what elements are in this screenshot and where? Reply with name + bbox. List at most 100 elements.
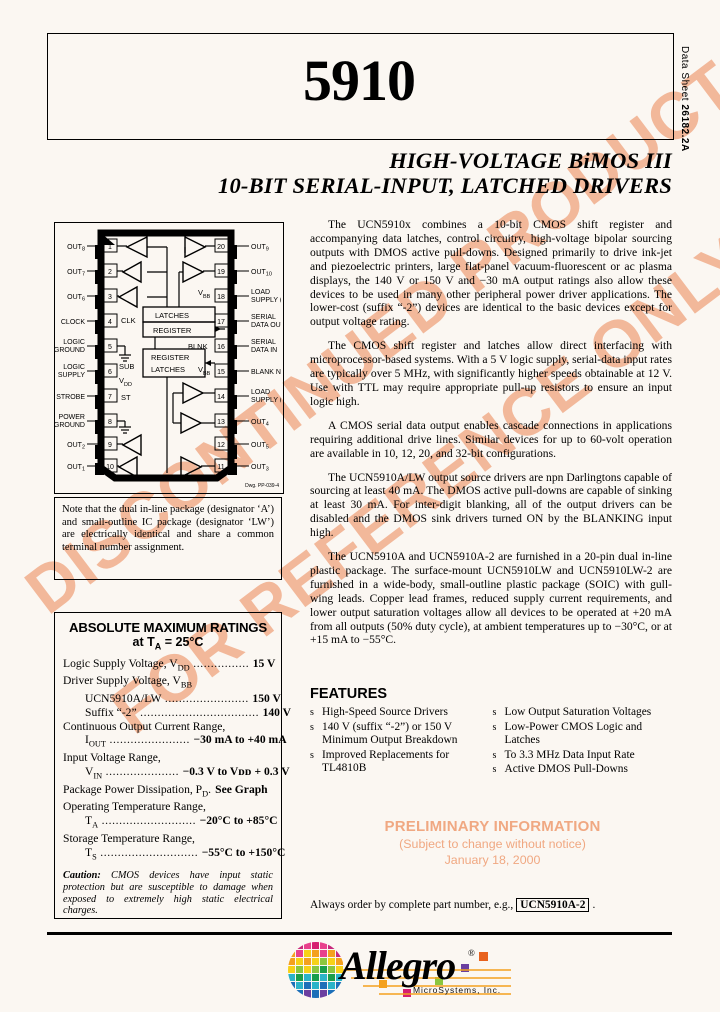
document-title: HIGH-VOLTAGE BiMOS III 10-BIT SERIAL-INP… <box>218 148 672 198</box>
pin-num-3: 3 <box>108 294 112 301</box>
pin-num-12: 12 <box>217 442 225 449</box>
pin-label-8b: GROUND <box>55 422 85 429</box>
rating-dots: .................................. <box>136 705 263 719</box>
label-latches: LATCHES <box>155 311 189 320</box>
pin-label-5a: LOGIC <box>63 339 85 346</box>
description-body: The UCN5910x combines a 10-bit CMOS shif… <box>310 218 672 657</box>
package-note-box: Note that the dual in-line package (desi… <box>54 497 282 580</box>
pin-label-4: CLOCK <box>61 319 85 326</box>
rating-value: −0.3 V to Vᴅᴅ + 0.3 V <box>182 764 290 778</box>
pin-label-17a: SERIAL <box>251 314 276 321</box>
pin-label-20: OUT9 <box>251 244 269 253</box>
rating-name-sub: A <box>92 820 99 830</box>
rating-row: Continuous Output Current Range, <box>63 720 273 734</box>
rating-row: VIN ..................... −0.3 V to Vᴅᴅ … <box>63 764 290 783</box>
absolute-maximum-ratings-box: ABSOLUTE MAXIMUM RATINGS at TA = 25°C Lo… <box>54 612 291 919</box>
caution-label: Caution: <box>63 870 101 882</box>
feature-text: Improved Replacements for TL4810B <box>322 748 450 775</box>
rating-value: 150 V <box>252 692 281 706</box>
logo-wordmark: Allegro <box>340 943 456 988</box>
pin-label-14a: LOAD <box>251 389 270 396</box>
pin-label-19: OUT10 <box>251 269 272 278</box>
rating-dots: . <box>208 782 216 796</box>
preliminary-notice: PRELIMINARY INFORMATION (Subject to chan… <box>310 818 675 868</box>
page-title: 5910 <box>303 48 416 113</box>
bullet-icon: s <box>492 764 497 775</box>
ratings-subtitle-pre: at T <box>132 635 155 649</box>
bullet-icon: s <box>492 707 497 718</box>
pin-label-6b: SUPPLY <box>58 372 85 379</box>
pin-label-2: OUT7 <box>67 269 85 278</box>
rating-row: Logic Supply Voltage, VDD ..............… <box>63 656 276 675</box>
pin-num-7: 7 <box>108 394 112 401</box>
label-clk: CLK <box>121 316 136 325</box>
rating-value: 15 V <box>252 656 276 670</box>
pin-num-14: 14 <box>217 394 225 401</box>
ordering-note: Always order by complete part number, e.… <box>310 898 595 912</box>
rating-name: Continuous Output Current Range, <box>63 719 226 733</box>
preliminary-line-1: PRELIMINARY INFORMATION <box>384 818 601 835</box>
pin-label-11: OUT3 <box>251 464 269 473</box>
ratings-subtitle: at TA = 25°C <box>63 635 273 655</box>
pin-label-12: OUT5 <box>251 442 269 451</box>
logo-registered-icon: ® <box>468 948 475 958</box>
pin-num-2: 2 <box>108 269 112 276</box>
rating-row: Suffix “-2” ............................… <box>63 705 291 720</box>
pin-label-1: OUT8 <box>67 244 85 253</box>
label-register: REGISTER <box>153 326 192 335</box>
features-heading: FEATURES <box>310 686 388 702</box>
rating-dots: ..................... <box>102 764 183 778</box>
feature-text: Low-Power CMOS Logic and Latches <box>504 720 643 747</box>
logo-subtitle: MicroSystems, Inc. <box>413 985 501 995</box>
pin-num-1: 1 <box>108 244 112 251</box>
label-vdd: V <box>119 376 124 385</box>
rating-name: Logic Supply Voltage, V <box>63 656 178 670</box>
pin-num-5: 5 <box>108 344 112 351</box>
label-blnk: BLNK <box>188 342 208 351</box>
title-line-1: HIGH-VOLTAGE BiMOS III <box>389 148 672 173</box>
rating-row: TS ............................ −55°C to… <box>63 846 285 864</box>
rating-name: Operating Temperature Range, <box>63 800 206 814</box>
ratings-subtitle-post: = 25°C <box>161 635 204 649</box>
pin-num-16: 16 <box>217 344 225 351</box>
pin-label-16a: SERIAL <box>251 339 276 346</box>
rating-row: UCN5910A/LW ........................ 150… <box>63 692 281 706</box>
label-sub: SUB <box>119 362 134 371</box>
rating-name: I <box>85 733 89 747</box>
feature-text: Low Output Saturation Voltages <box>504 706 652 718</box>
pin-label-17b: DATA OUT <box>251 322 281 329</box>
rating-row: IOUT ....................... −30 mA to +… <box>63 733 287 751</box>
preliminary-line-2: (Subject to change without notice) <box>399 837 586 851</box>
rating-dots: ....................... <box>106 733 194 747</box>
rating-value: 140 V <box>262 705 292 719</box>
pin-label-9: OUT2 <box>67 442 85 451</box>
pin-num-17: 17 <box>217 319 225 326</box>
bullet-icon: s <box>310 707 314 718</box>
diagram-caption: Dwg. PP-039-4 <box>245 483 279 489</box>
rating-dots: ........................ <box>161 692 253 706</box>
doc-sheet-number: 26182.2A <box>679 104 690 152</box>
rating-dots: ................ <box>189 656 253 670</box>
bullet-icon: s <box>310 721 314 733</box>
diagram-svg: LATCHES REGISTER REGISTER LATCHES CLK SU… <box>55 229 281 482</box>
ratings-subtitle-sub: A <box>154 641 162 652</box>
rating-name: Storage Temperature Range, <box>63 831 195 845</box>
pin-num-4: 4 <box>108 319 112 326</box>
doc-sheet-info: Data Sheet 26182.2A <box>679 46 690 152</box>
rating-row: Package Power Dissipation, PD. See Graph <box>63 783 273 801</box>
label-vdd-sub: DD <box>124 382 132 388</box>
pin-num-10: 10 <box>106 464 114 471</box>
label-st: ST <box>121 393 131 402</box>
feature-text: High-Speed Source Drivers <box>322 706 448 718</box>
logo-accents <box>343 952 511 997</box>
caution-note: Caution: CMOS devices have input static … <box>63 870 273 916</box>
pin-label-3: OUT6 <box>67 294 85 303</box>
rating-name: V <box>85 764 94 778</box>
pin-label-15: BLANK NC <box>251 369 281 376</box>
description-paragraph: The CMOS shift register and latches allo… <box>310 339 672 408</box>
rating-name-sub: S <box>92 851 97 861</box>
label-vbb-1: V <box>198 288 203 297</box>
